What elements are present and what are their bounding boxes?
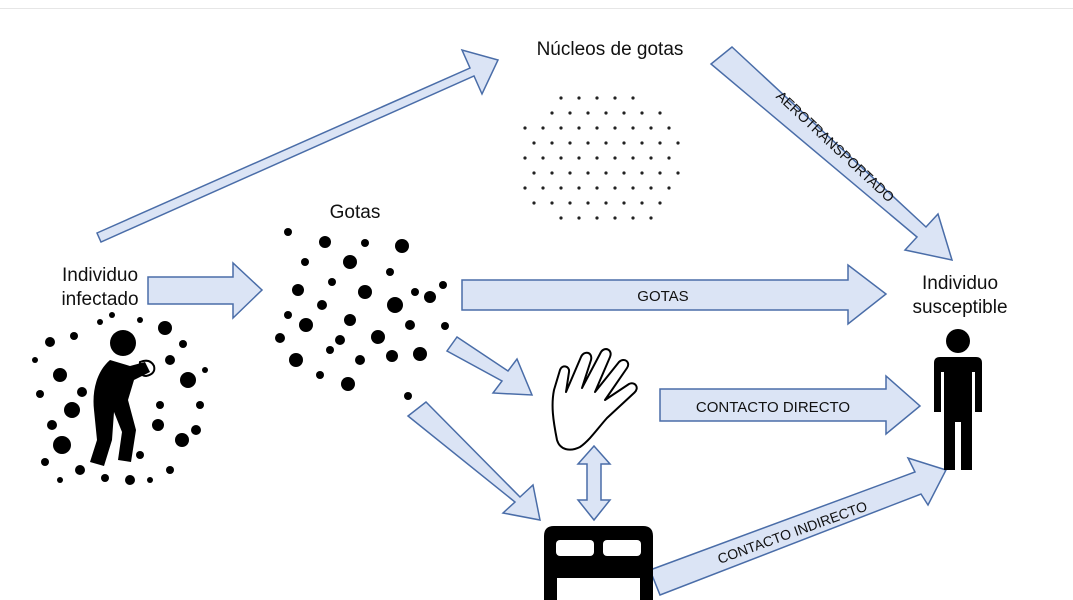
route-label-indirect-contact: CONTACTO INDIRECTO (715, 498, 869, 567)
person-icon (934, 329, 982, 470)
infected-person-icon (32, 312, 208, 485)
arrow-droplets-to-hand (445, 335, 534, 396)
label-infected-line2: infectado (61, 289, 139, 310)
arrow-droplets-to-susceptible (461, 263, 888, 326)
arrow-droplets-to-bed (406, 400, 541, 521)
arrow-hand-bed-double (576, 444, 612, 522)
label-susceptible: Individuo susceptible (885, 272, 1035, 320)
arrow-infected-to-nuclei (96, 48, 500, 243)
bed-icon (544, 526, 653, 600)
route-label-airborne: AEROTRANSPORTADO (773, 88, 897, 206)
arrow-hand-to-susceptible (659, 374, 922, 436)
label-infected-line1: Individuo (61, 265, 139, 286)
label-susceptible-line2: susceptible (912, 297, 1008, 318)
route-label-direct-contact: CONTACTO DIRECTO (696, 399, 850, 416)
label-droplets: Gotas (329, 202, 381, 223)
droplets-icon (275, 228, 449, 400)
arrows (96, 46, 954, 596)
arrow-infected-to-droplets (147, 261, 264, 320)
arrow-bed-to-susceptible (649, 456, 948, 596)
label-susceptible-line1: Individuo (921, 273, 999, 294)
divider (0, 8, 1073, 9)
arrow-nuclei-to-susceptible (709, 46, 954, 261)
droplet-nuclei-icon (523, 96, 680, 220)
route-label-droplets: GOTAS (637, 288, 688, 305)
label-infected: Individuo infectado (30, 264, 170, 312)
label-droplet-nuclei: Núcleos de gotas (536, 39, 684, 60)
hand-icon (551, 348, 638, 451)
